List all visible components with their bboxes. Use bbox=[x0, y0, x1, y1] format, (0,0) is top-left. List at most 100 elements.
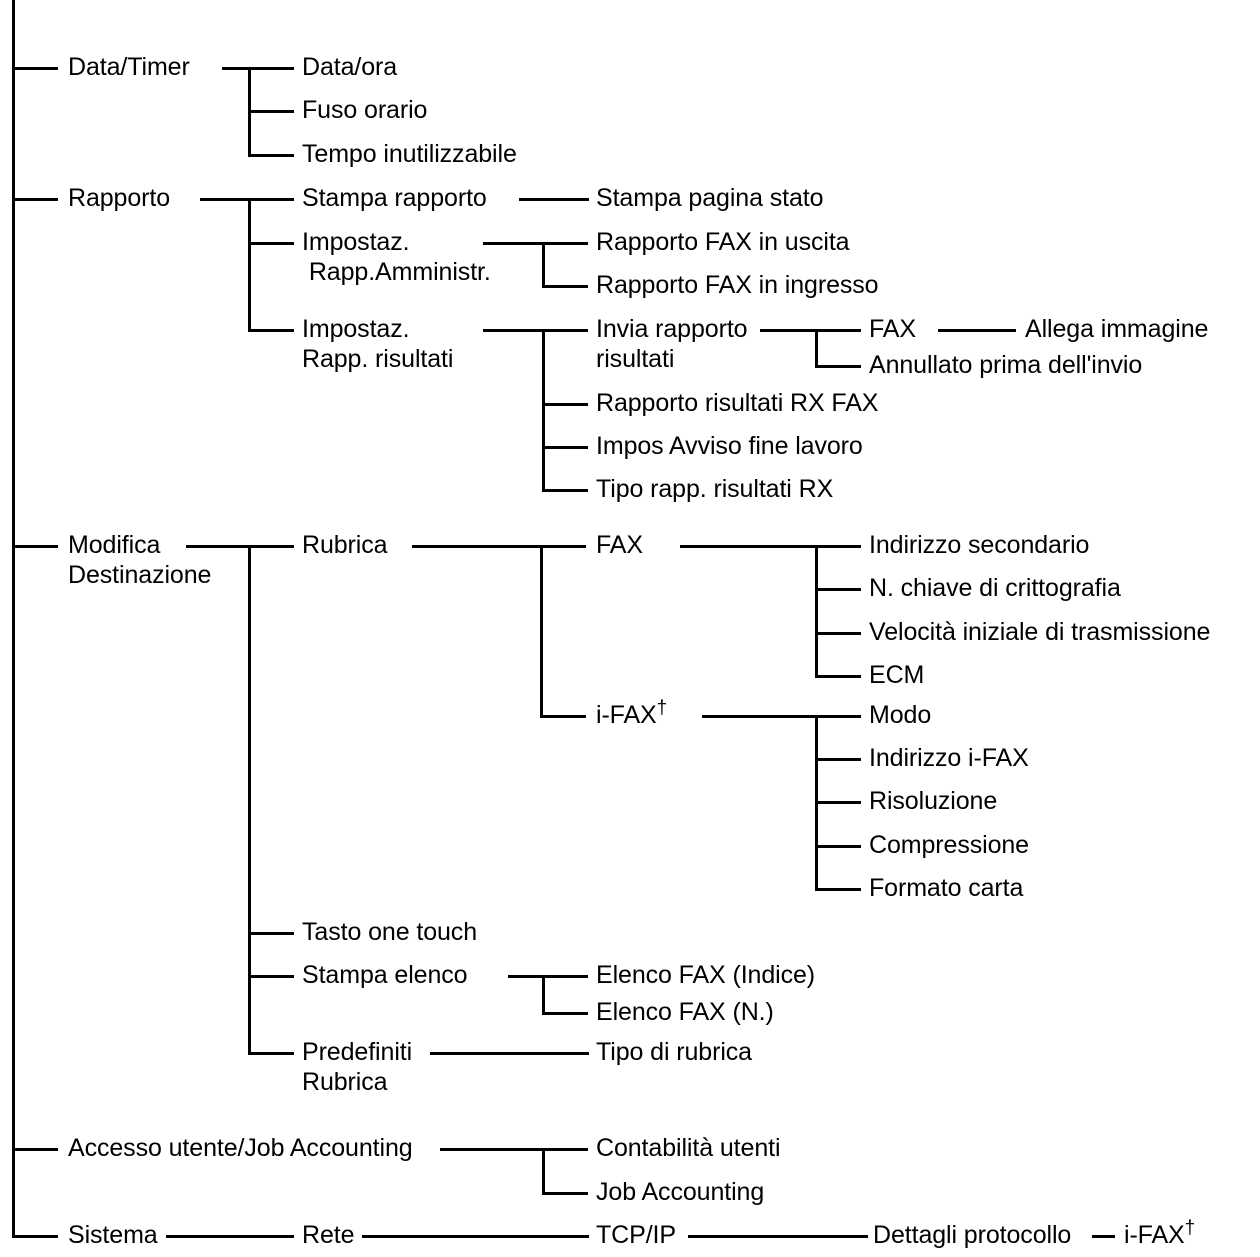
node-fuso-orario: Fuso orario bbox=[302, 96, 428, 124]
node-impostaz-rapp-risultati-line2: Rapp. risultati bbox=[302, 345, 454, 373]
node-contabilita-utenti: Contabilità utenti bbox=[596, 1134, 781, 1162]
node-formato-carta: Formato carta bbox=[869, 874, 1024, 902]
link-sistema-rete bbox=[166, 1235, 294, 1238]
stub-velocita-iniziale bbox=[815, 632, 861, 635]
stub-risoluzione bbox=[815, 801, 861, 804]
node-job-accounting: Job Accounting bbox=[596, 1178, 765, 1206]
node-i-fax-protocol: i-FAX† bbox=[1124, 1217, 1196, 1250]
stub-rapporto bbox=[12, 198, 58, 201]
node-velocita-iniziale-trasmissione: Velocità iniziale di trasmissione bbox=[869, 618, 1211, 646]
stub-fax-report bbox=[815, 329, 861, 332]
node-rete: Rete bbox=[302, 1221, 355, 1249]
stub-contabilita-utenti bbox=[542, 1148, 588, 1151]
connector-fax-rubrica bbox=[815, 545, 818, 675]
link-stampa-rapporto-child bbox=[519, 198, 589, 201]
node-stampa-elenco: Stampa elenco bbox=[302, 961, 468, 989]
link-stampa-elenco-children bbox=[508, 975, 545, 978]
stub-predefiniti-rubrica bbox=[248, 1052, 294, 1055]
node-invia-rapporto-risultati-line2: risultati bbox=[596, 345, 675, 373]
link-rapp-risultati-children bbox=[483, 329, 545, 332]
node-impostaz-rapp-risultati-line1: Impostaz. bbox=[302, 315, 410, 343]
node-tasto-one-touch: Tasto one touch bbox=[302, 918, 478, 946]
level1-trunk bbox=[12, 0, 15, 1237]
link-invia-rapporto-children bbox=[760, 329, 818, 332]
node-indirizzo-secondario: Indirizzo secondario bbox=[869, 531, 1090, 559]
node-tipo-rapp-risultati-rx: Tipo rapp. risultati RX bbox=[596, 475, 834, 503]
stub-job-accounting bbox=[542, 1192, 588, 1195]
stub-elenco-fax-indice bbox=[542, 975, 588, 978]
node-rapporto: Rapporto bbox=[68, 184, 171, 212]
link-tcpip-dettagli bbox=[688, 1235, 868, 1238]
stub-tempo-inutilizzabile bbox=[248, 154, 294, 157]
node-stampa-rapporto: Stampa rapporto bbox=[302, 184, 487, 212]
node-fax-rubrica: FAX bbox=[596, 531, 643, 559]
node-tipo-di-rubrica: Tipo di rubrica bbox=[596, 1038, 752, 1066]
node-accesso-utente-job-accounting: Accesso utente/Job Accounting bbox=[68, 1134, 413, 1162]
connector-rubrica bbox=[540, 545, 543, 715]
node-data-ora: Data/ora bbox=[302, 53, 398, 81]
node-ecm: ECM bbox=[869, 661, 925, 689]
node-stampa-pagina-stato: Stampa pagina stato bbox=[596, 184, 824, 212]
link-data-timer-children bbox=[222, 67, 250, 70]
stub-indirizzo-secondario bbox=[815, 545, 861, 548]
node-indirizzo-i-fax: Indirizzo i-FAX bbox=[869, 744, 1029, 772]
link-rubrica-children bbox=[412, 545, 543, 548]
stub-stampa-elenco bbox=[248, 975, 294, 978]
link-rapporto-children bbox=[200, 198, 250, 201]
footnote-dagger-icon-2: † bbox=[1184, 1217, 1196, 1239]
link-fax-allega bbox=[938, 329, 1016, 332]
node-modifica-destinazione-line2: Destinazione bbox=[68, 561, 212, 589]
node-compressione: Compressione bbox=[869, 831, 1029, 859]
node-impostaz-rapp-amministr-line1: Impostaz. bbox=[302, 228, 410, 256]
node-tcp-ip: TCP/IP bbox=[596, 1221, 676, 1249]
stub-ecm bbox=[815, 675, 861, 678]
stub-formato-carta bbox=[815, 888, 861, 891]
node-tempo-inutilizzabile: Tempo inutilizzabile bbox=[302, 140, 517, 168]
stub-sistema bbox=[12, 1235, 58, 1238]
stub-annullato-prima bbox=[815, 365, 861, 368]
stub-data-ora bbox=[248, 67, 294, 70]
node-rubrica: Rubrica bbox=[302, 531, 388, 559]
stub-modo bbox=[815, 715, 861, 718]
node-rapporto-risultati-rx-fax: Rapporto risultati RX FAX bbox=[596, 389, 879, 417]
node-data-timer: Data/Timer bbox=[68, 53, 190, 81]
node-allega-immagine: Allega immagine bbox=[1025, 315, 1209, 343]
stub-impos-avviso-fine-lavoro bbox=[542, 446, 588, 449]
node-i-fax-text: i-FAX bbox=[596, 701, 657, 729]
stub-fax-rubrica bbox=[540, 545, 586, 548]
stub-invia-rapporto-risultati bbox=[542, 329, 588, 332]
connector-stampa-elenco bbox=[542, 975, 545, 1012]
stub-stampa-rapporto bbox=[248, 198, 294, 201]
footnote-dagger-icon: † bbox=[656, 697, 668, 719]
connector-rapp-amministr bbox=[542, 242, 545, 285]
link-accesso-utente-children bbox=[440, 1148, 545, 1151]
stub-rapporto-fax-uscita bbox=[542, 242, 588, 245]
node-elenco-fax-indice: Elenco FAX (Indice) bbox=[596, 961, 816, 989]
stub-i-fax bbox=[540, 715, 586, 718]
node-predefiniti-rubrica-line2: Rubrica bbox=[302, 1068, 388, 1096]
stub-data-timer bbox=[12, 67, 58, 70]
stub-tasto-one-touch bbox=[248, 932, 294, 935]
stub-accesso-utente-job-accounting bbox=[12, 1148, 58, 1151]
stub-impostaz-rapp-amministr bbox=[248, 242, 294, 245]
stub-rapporto-fax-ingresso bbox=[542, 285, 588, 288]
stub-compressione bbox=[815, 845, 861, 848]
connector-rapp-risultati bbox=[542, 329, 545, 489]
stub-modifica-destinazione bbox=[12, 545, 58, 548]
node-sistema: Sistema bbox=[68, 1221, 158, 1249]
stub-elenco-fax-n bbox=[542, 1012, 588, 1015]
link-dettagli-ifax bbox=[1092, 1235, 1115, 1238]
node-fax-report: FAX bbox=[869, 315, 916, 343]
node-i-fax-protocol-text: i-FAX bbox=[1124, 1221, 1185, 1249]
node-risoluzione: Risoluzione bbox=[869, 787, 998, 815]
link-modifica-destinazione-children bbox=[186, 545, 250, 548]
stub-indirizzo-i-fax bbox=[815, 758, 861, 761]
node-predefiniti-rubrica-line1: Predefiniti bbox=[302, 1038, 413, 1066]
stub-tipo-rapp-risultati-rx bbox=[542, 489, 588, 492]
node-annullato-prima-dellinvio: Annullato prima dell'invio bbox=[869, 351, 1143, 379]
node-impos-avviso-fine-lavoro: Impos Avviso fine lavoro bbox=[596, 432, 863, 460]
node-rapporto-fax-uscita: Rapporto FAX in uscita bbox=[596, 228, 850, 256]
connector-modifica-destinazione bbox=[248, 545, 251, 1052]
stub-n-chiave-crittografia bbox=[815, 588, 861, 591]
